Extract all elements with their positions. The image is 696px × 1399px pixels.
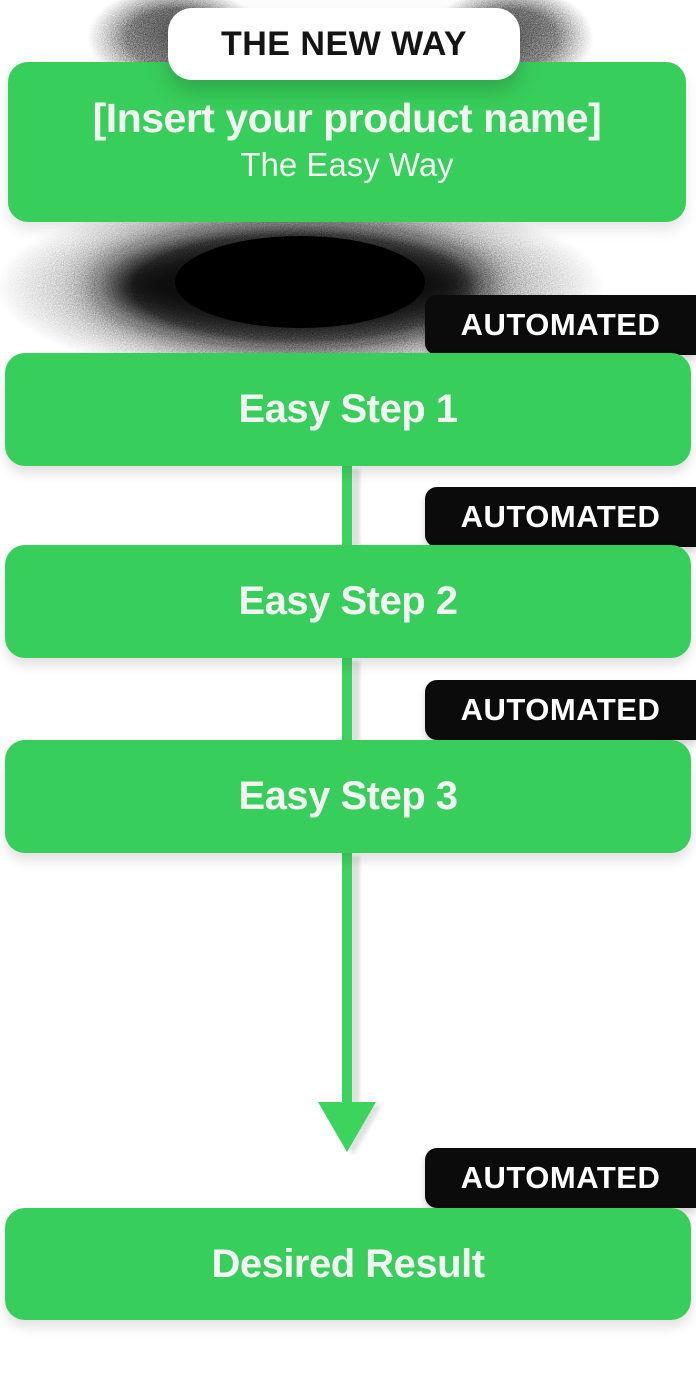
easy-way-subtitle: The Easy Way: [240, 146, 454, 184]
automated-badge-1: AUTOMATED: [425, 295, 696, 355]
automated-badge-4: AUTOMATED: [425, 1148, 696, 1208]
step-card-3: Easy Step 3: [5, 740, 691, 853]
arrow-down-icon: [318, 1102, 376, 1152]
product-name-title: [Insert your product name]: [92, 95, 602, 141]
new-way-pill-label: THE NEW WAY: [220, 24, 468, 63]
desired-result-card: Desired Result: [5, 1208, 691, 1320]
product-header-card: [Insert your product name] The Easy Way: [8, 62, 686, 222]
connector-step1-step2: [342, 465, 352, 547]
connector-step3-result: [342, 852, 352, 1108]
automated-badge-3: AUTOMATED: [425, 680, 696, 740]
step-card-2: Easy Step 2: [5, 545, 691, 658]
automated-badge-2: AUTOMATED: [425, 487, 696, 547]
new-way-pill: THE NEW WAY: [168, 8, 520, 80]
step-card-1: Easy Step 1: [5, 353, 691, 466]
connector-step2-step3: [342, 657, 352, 742]
